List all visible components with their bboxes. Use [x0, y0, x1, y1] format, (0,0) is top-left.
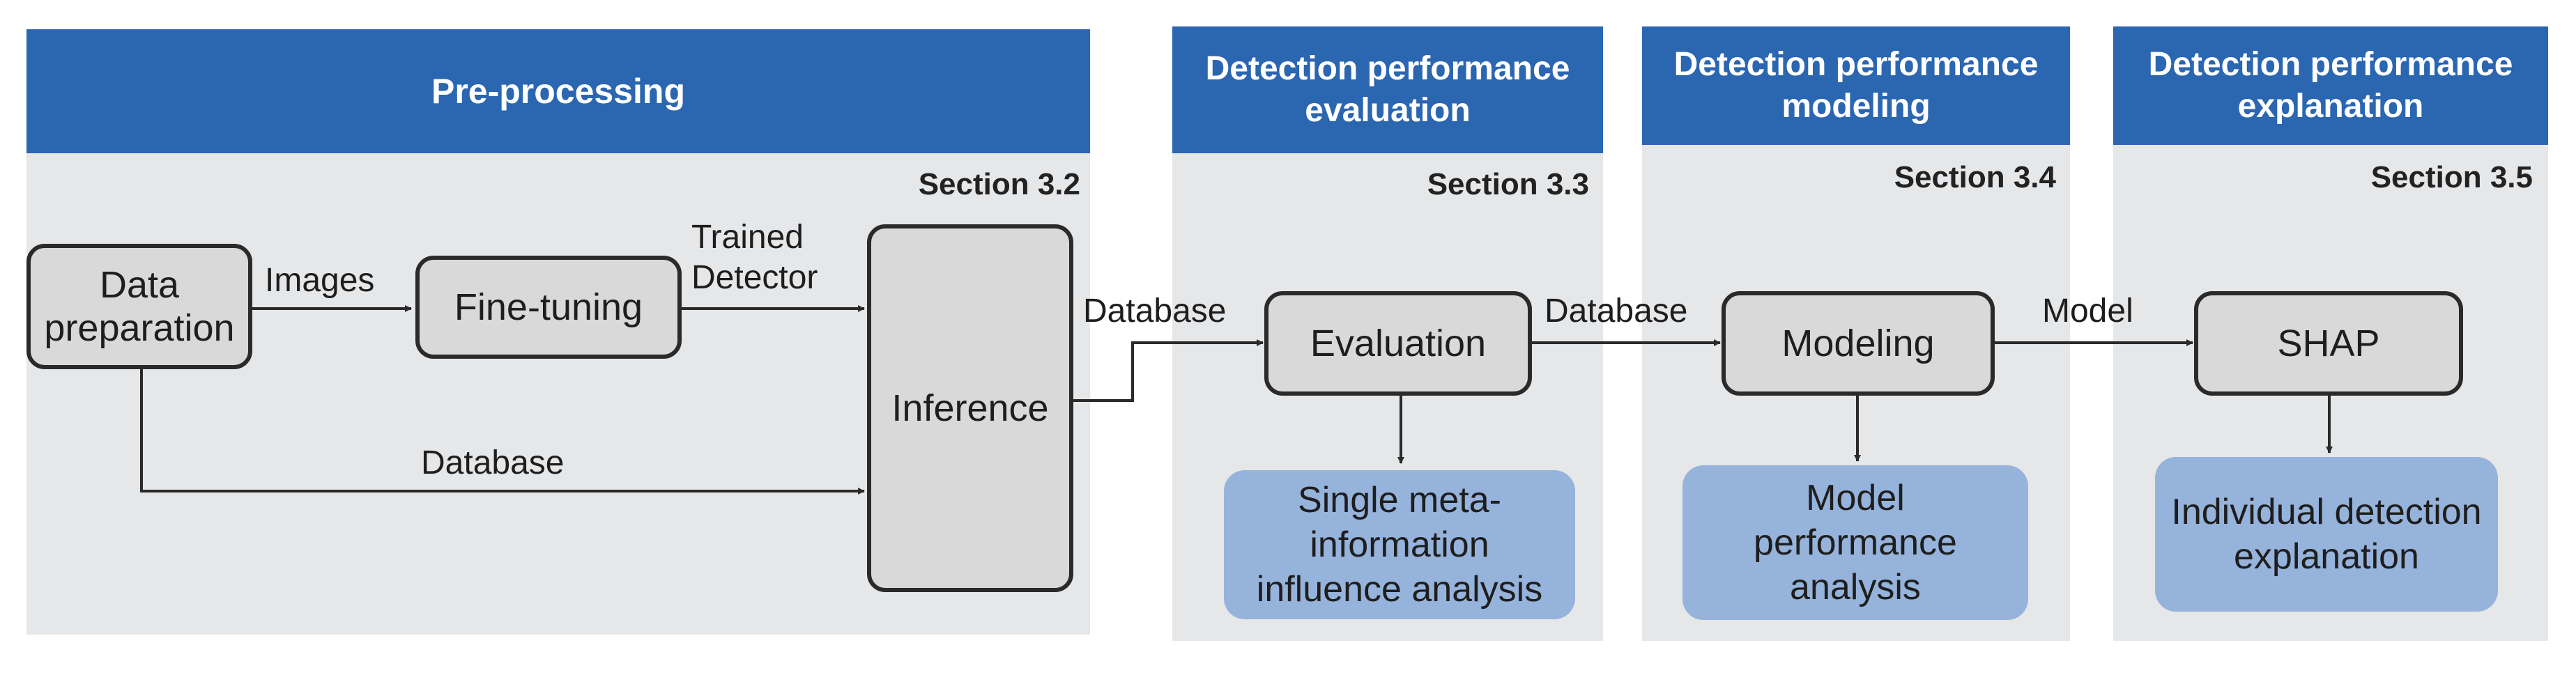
- edge-label-database-eval: Database: [1083, 293, 1227, 329]
- stage-title-evaluation: Detection performance evaluation: [1172, 26, 1603, 153]
- edge-label-database-model: Database: [1544, 293, 1688, 329]
- stage-title-preprocessing: Pre-processing: [26, 29, 1090, 153]
- section-ref-preprocessing: Section 3.2: [918, 167, 1080, 201]
- edge-label-trained-detector: Trained Detector: [691, 219, 818, 296]
- model-performance-output: Model performance analysis: [1682, 465, 2028, 620]
- single-meta-information-output: Single meta- information influence analy…: [1224, 470, 1575, 619]
- edge-label-database-pre: Database: [421, 444, 565, 481]
- stage-title-explanation: Detection performance explanation: [2113, 26, 2548, 145]
- inference-node: Inference: [867, 224, 1073, 592]
- shap-node: SHAP: [2194, 291, 2463, 396]
- section-ref-evaluation: Section 3.3: [1427, 167, 1589, 201]
- stage-title-modeling: Detection performance modeling: [1642, 26, 2070, 145]
- section-ref-modeling: Section 3.4: [1894, 160, 2056, 194]
- edge-label-images: Images: [265, 262, 375, 299]
- modeling-node: Modeling: [1722, 291, 1995, 396]
- data-preparation-node: Data preparation: [26, 244, 252, 369]
- evaluation-node: Evaluation: [1264, 291, 1532, 396]
- arrow-prep-to-inference: [140, 369, 865, 495]
- arrow-inference-to-evaluation: [1073, 339, 1264, 402]
- edge-label-model: Model: [2042, 293, 2133, 329]
- individual-detection-output: Individual detection explanation: [2155, 457, 2498, 612]
- section-ref-explanation: Section 3.5: [2370, 160, 2533, 194]
- fine-tuning-node: Fine-tuning: [415, 256, 682, 359]
